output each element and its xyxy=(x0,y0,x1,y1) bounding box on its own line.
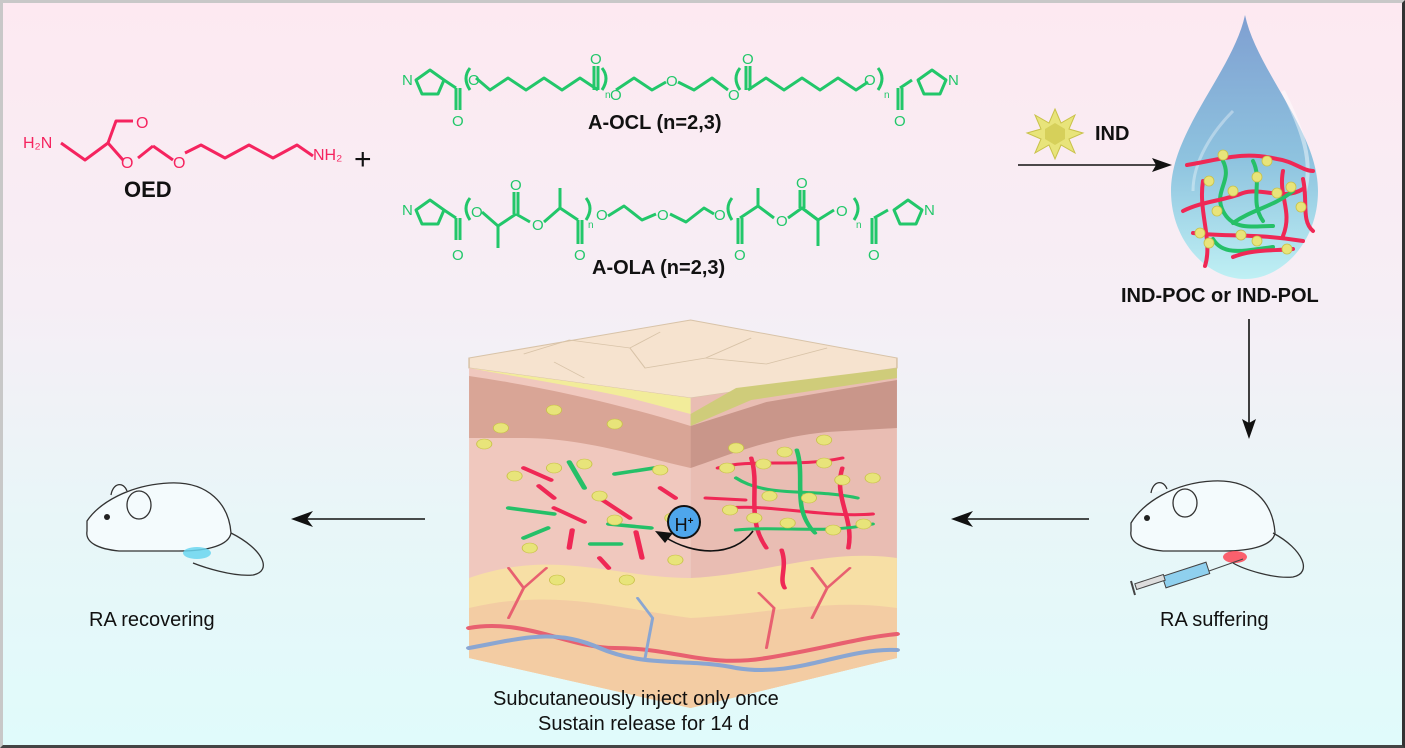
drug-particles xyxy=(1194,149,1307,255)
imidazole-ring-right xyxy=(916,68,948,96)
a-ola-structure: N O O O O O n O O O O O O O n O N xyxy=(402,175,935,264)
proton-charge: + xyxy=(687,516,694,527)
ola-o-11: O xyxy=(796,175,808,192)
hydrogel-droplet-icon xyxy=(1171,15,1318,279)
oed-ether-o: O xyxy=(173,155,185,172)
oed-label: OED xyxy=(124,177,172,202)
ola-o-7: O xyxy=(657,207,669,224)
proton-label: H xyxy=(674,515,688,535)
proton-icon: H+ xyxy=(667,505,701,539)
oed-h2n-label: H₂N xyxy=(23,135,52,152)
ola-o-2: O xyxy=(471,204,483,221)
released-drug-particles xyxy=(476,404,881,586)
arrow-right-to-product xyxy=(1018,158,1172,172)
mouse-recovered-icon xyxy=(86,482,264,576)
mouse-with-syringe-icon xyxy=(1130,480,1305,596)
ocl-o-8: O xyxy=(864,72,876,89)
oed-nh2-label: NH₂ xyxy=(313,147,342,164)
ola-o-1: O xyxy=(452,247,464,264)
ola-o-13: O xyxy=(868,247,880,264)
ola-o-6: O xyxy=(596,207,608,224)
ra-suffering-label: RA suffering xyxy=(1160,609,1269,631)
ola-o-12: O xyxy=(836,203,848,220)
ocl-repeat-1: n xyxy=(605,90,611,101)
ola-n-left: N xyxy=(402,202,413,219)
ocl-o-5: O xyxy=(666,73,678,90)
ocl-o-3: O xyxy=(590,51,602,68)
ola-repeat-2: n xyxy=(856,220,862,231)
ocl-n-left: N xyxy=(402,72,413,89)
ra-recovering-label: RA recovering xyxy=(89,609,215,631)
ola-o-4: O xyxy=(532,217,544,234)
imidazole-ring-right xyxy=(892,198,924,226)
arrow-left-to-recovering xyxy=(291,511,425,527)
proton-degradation-arrow xyxy=(655,530,754,552)
ocl-o-6: O xyxy=(728,87,740,104)
ocl-o-9: O xyxy=(894,113,906,130)
ocl-repeat-2: n xyxy=(884,90,890,101)
recovered-paw xyxy=(183,547,211,559)
ola-o-9: O xyxy=(734,247,746,264)
imidazole-ring-left xyxy=(414,198,446,226)
ola-o-8: O xyxy=(714,207,726,224)
arrow-down-to-mouse xyxy=(1242,319,1256,439)
ocl-o-7: O xyxy=(742,51,754,68)
ola-o-5: O xyxy=(574,247,586,264)
syringe-icon xyxy=(1130,558,1244,596)
drug-crystal-icon xyxy=(1025,107,1085,161)
ola-n-right: N xyxy=(924,202,935,219)
oed-ring-o-bottom: O xyxy=(121,155,133,172)
a-ola-label: A-OLA (n=2,3) xyxy=(592,257,726,279)
ocl-o-4: O xyxy=(610,87,622,104)
a-ocl-structure: N O O O n O O O O O n O N xyxy=(402,51,959,130)
oed-bonds xyxy=(60,119,314,162)
imidazole-ring-left xyxy=(414,68,446,96)
ocl-o-2: O xyxy=(468,72,480,89)
oed-ring-o-top: O xyxy=(136,115,148,132)
skin-cross-section-icon xyxy=(466,319,900,708)
product-label: IND-POC or IND-POL xyxy=(1121,285,1319,307)
ola-o-10: O xyxy=(776,213,788,230)
caption-line-1: Subcutaneously inject only once xyxy=(493,688,779,710)
ind-label: IND xyxy=(1095,123,1130,145)
oed-structure: H₂N O O O NH₂ xyxy=(23,115,342,172)
a-ocl-label: A-OCL (n=2,3) xyxy=(588,112,722,134)
plus-sign: + xyxy=(354,143,372,176)
ola-o-3: O xyxy=(510,177,522,194)
ocl-n-right: N xyxy=(948,72,959,89)
ocl-o-1: O xyxy=(452,113,464,130)
inflamed-paw xyxy=(1223,551,1247,563)
arrow-left-to-skin xyxy=(951,511,1089,527)
ola-repeat-1: n xyxy=(588,220,594,231)
caption-line-2: Sustain release for 14 d xyxy=(538,713,750,735)
